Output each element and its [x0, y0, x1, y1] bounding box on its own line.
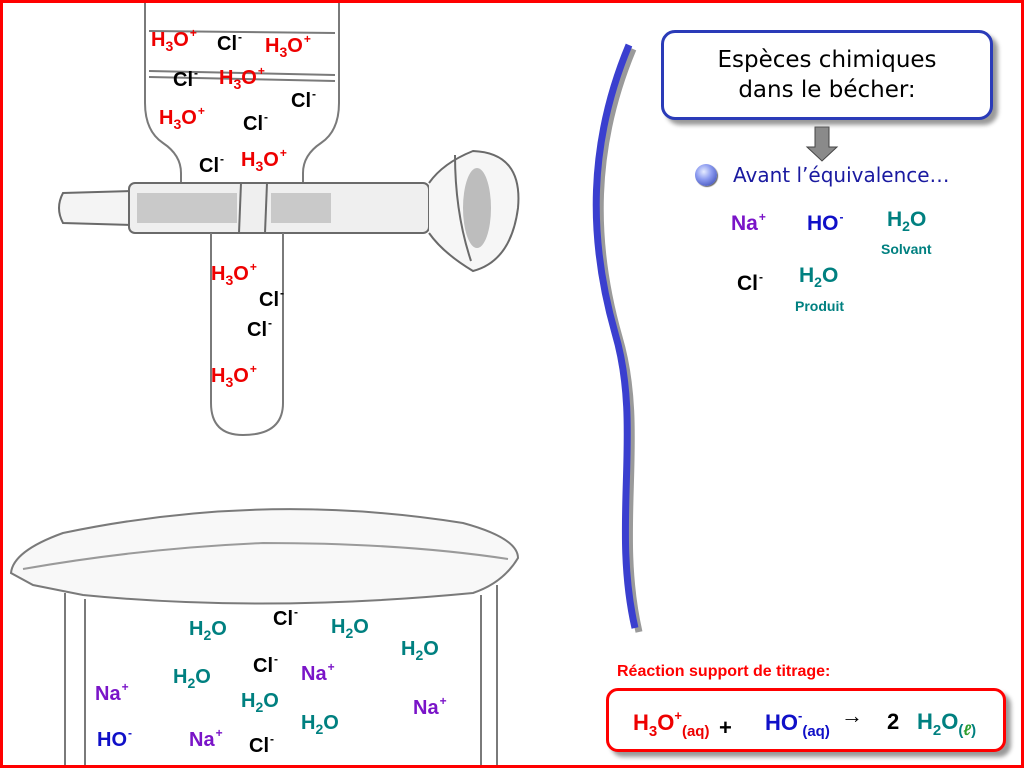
species-cl-burette: Cl-: [259, 286, 284, 311]
wavy-separator: [592, 43, 639, 629]
species-ho-beaker: HO-: [97, 726, 132, 751]
product-h2o: H2O(ℓ): [917, 709, 977, 739]
title-box: Espèces chimiques dans le bécher:: [661, 30, 993, 120]
species-h2o-beaker: H2O: [331, 616, 369, 641]
bullet-icon: [695, 164, 717, 186]
reactant-h3o: H3O+(aq): [633, 708, 710, 740]
species-na-beaker: Na+: [95, 680, 129, 705]
apparatus-drawing: [9, 3, 839, 765]
species-h3o-burette: H3O+: [211, 362, 257, 390]
species-cl-burette: Cl-: [243, 110, 268, 135]
species-na-beaker: Na+: [189, 726, 223, 751]
reactant-ho: HO-(aq): [765, 708, 830, 740]
solvant-note: Solvant: [881, 241, 932, 257]
species-na-beaker: Na+: [413, 694, 447, 719]
species-cl-burette: Cl-: [291, 87, 316, 112]
stopcock: [58, 149, 520, 273]
down-arrow-icon: [805, 126, 839, 162]
species-na-list: Na+: [731, 210, 766, 235]
species-h2o-beaker: H2O: [189, 618, 227, 643]
species-h3o-burette: H3O+: [219, 64, 265, 92]
species-na-beaker: Na+: [301, 660, 335, 685]
title-line-2: dans le bécher:: [738, 77, 916, 103]
species-cl-burette: Cl-: [217, 30, 242, 55]
avant-equivalence-label: Avant l’équivalence…: [733, 163, 950, 187]
species-h2o-beaker: H2O: [401, 638, 439, 663]
reaction-title: Réaction support de titrage:: [617, 663, 831, 680]
title-line-1: Espèces chimiques: [717, 47, 937, 73]
species-cl-beaker: Cl-: [249, 732, 274, 757]
species-h3o-burette: H3O+: [159, 104, 205, 132]
produit-note: Produit: [795, 298, 844, 314]
species-cl-beaker: Cl-: [253, 652, 278, 677]
reaction-arrow-icon: →: [841, 703, 863, 728]
species-h2o-beaker: H2O: [173, 666, 211, 691]
species-cl-list: Cl-: [737, 270, 763, 295]
species-h2o-list: H2O: [799, 264, 839, 290]
burette-tip: [210, 233, 284, 437]
species-h2o-list: H2O: [887, 208, 927, 234]
species-cl-burette: Cl-: [173, 66, 198, 91]
species-cl-beaker: Cl-: [273, 605, 298, 630]
reaction-box: [606, 688, 1006, 752]
species-cl-burette: Cl-: [247, 316, 272, 341]
plus-sign: +: [719, 715, 732, 740]
species-cl-burette: Cl-: [199, 152, 224, 177]
species-h3o-burette: H3O+: [265, 32, 311, 60]
species-h3o-burette: H3O+: [241, 146, 287, 174]
species-h2o-beaker: H2O: [241, 690, 279, 715]
beaker: [9, 508, 520, 765]
species-ho-list: HO-: [807, 210, 844, 235]
species-h2o-beaker: H2O: [301, 712, 339, 737]
coefficient: 2: [887, 709, 900, 734]
species-h3o-burette: H3O+: [151, 26, 197, 54]
species-h3o-burette: H3O+: [211, 260, 257, 288]
